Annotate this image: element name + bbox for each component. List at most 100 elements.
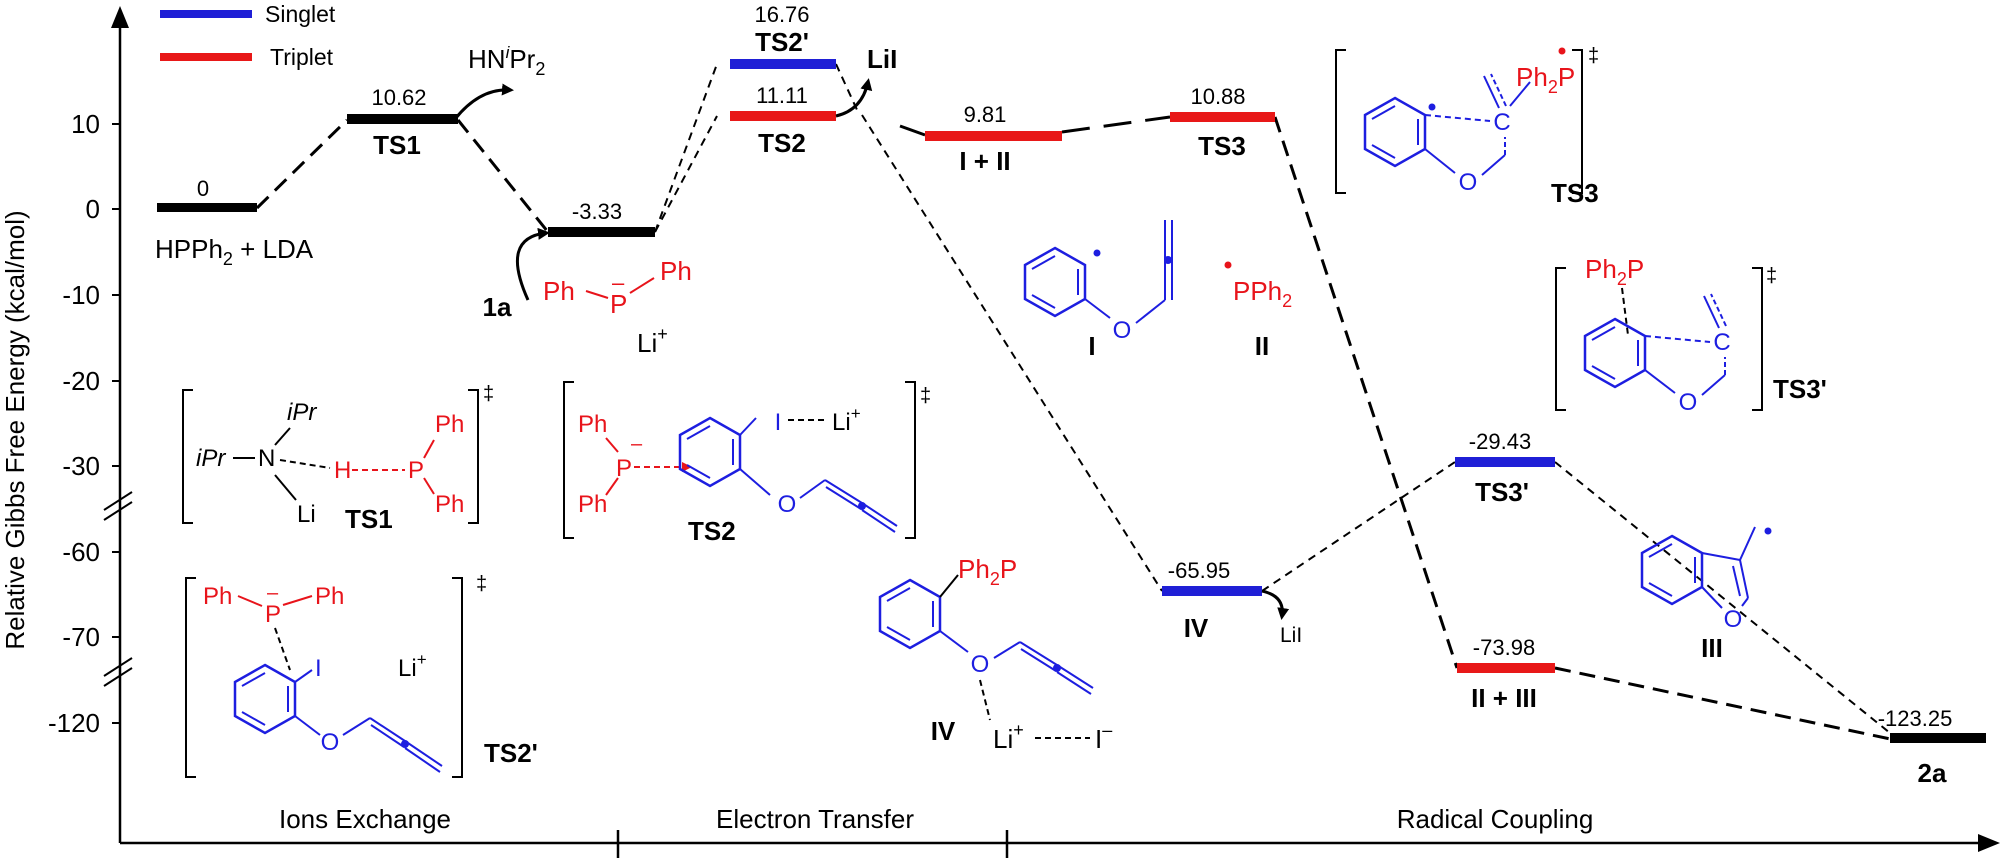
value-i-ii: 9.81 bbox=[964, 102, 1007, 127]
value-ts3p: -29.43 bbox=[1469, 429, 1531, 454]
ts2-name: TS2 bbox=[688, 516, 736, 546]
level-ts2 bbox=[730, 111, 836, 121]
y-tick-label: -60 bbox=[62, 537, 100, 567]
ts2p-iodine: I bbox=[315, 655, 322, 682]
ts2p-minus: – bbox=[267, 582, 279, 604]
label-ii-iii: II + III bbox=[1471, 683, 1537, 713]
byproduct-hnipr2: HNiPr2 bbox=[468, 43, 545, 79]
ts3p-name: TS3' bbox=[1773, 374, 1827, 404]
y-tick-labels: 10 0 -10 -20 -30 -60 -70 -120 bbox=[48, 109, 100, 738]
structure-ts2: ‡ Ph Ph P – I Li+ O TS2 bbox=[563, 381, 931, 546]
level-hpph2 bbox=[157, 203, 257, 212]
structure-phosphide-anion: Ph P – Ph Li+ bbox=[543, 256, 692, 358]
ts2-p: P bbox=[616, 455, 632, 482]
ts2p-o: O bbox=[321, 729, 340, 756]
iv-iodide: I– bbox=[1095, 720, 1112, 754]
value-int: -3.33 bbox=[572, 199, 622, 224]
legend-singlet-label: Singlet bbox=[265, 1, 336, 27]
level-ts1 bbox=[347, 114, 458, 124]
structure-ts3-prime: ‡ Ph2P C O TS3' bbox=[1555, 254, 1827, 416]
ts3-name: TS3 bbox=[1551, 178, 1599, 208]
ts2-ph-top: Ph bbox=[578, 411, 607, 438]
y-tick-label: -70 bbox=[62, 622, 100, 652]
ts3p-c: C bbox=[1713, 329, 1730, 356]
iii-o: O bbox=[1724, 606, 1743, 633]
ts2p-dagger: ‡ bbox=[476, 573, 487, 595]
radical-ii-pph2: PPh2 bbox=[1233, 276, 1292, 311]
ts2-minus: – bbox=[631, 433, 643, 455]
structure-ts2-prime: ‡ Ph P – Ph I Li+ O TS2' bbox=[185, 573, 538, 778]
ts3p-dagger: ‡ bbox=[1766, 265, 1777, 287]
y-tick-label: -20 bbox=[62, 366, 100, 396]
iii-name: III bbox=[1701, 633, 1723, 663]
y-axis bbox=[103, 6, 133, 843]
ts2-ph-bot: Ph bbox=[578, 491, 607, 518]
radical-i-name: I bbox=[1088, 331, 1095, 361]
structure-radicals: O I PPh2 II bbox=[1023, 220, 1292, 361]
structure-iii: O III bbox=[1640, 526, 1772, 663]
section-electron-transfer: Electron Transfer bbox=[716, 804, 914, 834]
anion-ph-left: Ph bbox=[543, 276, 575, 306]
iv-o: O bbox=[971, 651, 990, 678]
radical-ii-name: II bbox=[1255, 331, 1269, 361]
y-tick-label: 0 bbox=[86, 194, 100, 224]
level-ts3 bbox=[1170, 112, 1275, 122]
ts2p-ph-left: Ph bbox=[203, 583, 232, 610]
value-ts1: 10.62 bbox=[371, 85, 426, 110]
ts1-dagger: ‡ bbox=[483, 383, 494, 405]
section-radical-coupling: Radical Coupling bbox=[1397, 804, 1594, 834]
anion-ph-right: Ph bbox=[660, 256, 692, 286]
y-tick-label: 10 bbox=[71, 109, 100, 139]
structure-ts1: ‡ iPr iPr N H P Ph Ph Li TS1 bbox=[182, 383, 494, 534]
ts1-li: Li bbox=[297, 501, 316, 528]
ts1-name: TS1 bbox=[345, 504, 393, 534]
label-ts3p: TS3' bbox=[1475, 477, 1529, 507]
connectors bbox=[255, 63, 1896, 742]
level-values: 0 10.62 -3.33 16.76 11.11 9.81 10.88 -65… bbox=[197, 2, 1952, 731]
level-ts3p bbox=[1455, 457, 1555, 467]
ts2p-p: P bbox=[265, 601, 281, 628]
legend-triplet-label: Triplet bbox=[270, 44, 334, 70]
level-2a bbox=[1890, 733, 1986, 743]
anion-minus: – bbox=[612, 270, 625, 295]
ts3p-ph2p: Ph2P bbox=[1585, 254, 1644, 289]
energy-levels bbox=[157, 59, 1986, 743]
ts1-ph-top: Ph bbox=[435, 411, 464, 438]
value-ts2p: 16.76 bbox=[754, 2, 809, 27]
label-2a: 2a bbox=[1918, 758, 1947, 788]
ts3-o: O bbox=[1459, 169, 1478, 196]
byproduct-lii-iv: LiI bbox=[1280, 624, 1302, 647]
ts2p-name: TS2' bbox=[484, 738, 538, 768]
ts1-ipr-left: iPr bbox=[196, 445, 226, 472]
ts3-dagger: ‡ bbox=[1588, 45, 1599, 67]
ts2-li: Li+ bbox=[832, 404, 861, 436]
byproduct-arrows bbox=[453, 78, 1290, 620]
ts1-n: N bbox=[258, 445, 275, 472]
y-tick-label: -120 bbox=[48, 708, 100, 738]
ts3p-o: O bbox=[1679, 389, 1698, 416]
level-names: HPPh2 + LDA TS1 1a TS2' TS2 I + II TS3 I… bbox=[155, 27, 1947, 788]
radical-i-o: O bbox=[1113, 317, 1132, 344]
ts1-ipr-top: iPr bbox=[287, 399, 317, 426]
value-ii-iii: -73.98 bbox=[1473, 635, 1535, 660]
anion-li: Li+ bbox=[637, 324, 668, 358]
label-ts2p: TS2' bbox=[755, 27, 809, 57]
y-tick-label: -30 bbox=[62, 451, 100, 481]
byproduct-lii-top: LiI bbox=[867, 44, 897, 74]
iv-name: IV bbox=[931, 716, 956, 746]
iv-ph2p: Ph2P bbox=[958, 554, 1017, 589]
anion-p: P bbox=[610, 289, 627, 319]
value-2a: -123.25 bbox=[1878, 706, 1953, 731]
ts2p-li: Li+ bbox=[398, 650, 427, 682]
value-iv: -65.95 bbox=[1168, 558, 1230, 583]
level-ii-iii bbox=[1457, 663, 1555, 673]
x-axis bbox=[120, 830, 2000, 858]
structure-iv: Ph2P O Li+ I– IV bbox=[878, 554, 1112, 754]
y-axis-label: Relative Gibbs Free Energy (kcal/mol) bbox=[0, 210, 30, 649]
y-tick-label: -10 bbox=[62, 280, 100, 310]
ts1-p: P bbox=[408, 457, 424, 484]
level-i-ii bbox=[925, 131, 1062, 141]
ts2-dagger: ‡ bbox=[920, 385, 931, 407]
